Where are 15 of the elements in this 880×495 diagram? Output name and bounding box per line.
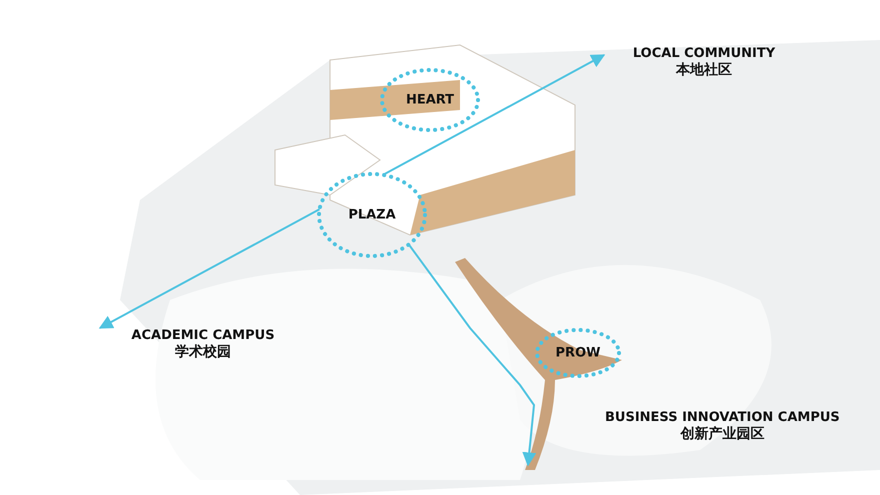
destination-label: ACADEMIC CAMPUS bbox=[130, 328, 276, 343]
zone-label: PLAZA bbox=[348, 208, 396, 222]
dotted-ellipse bbox=[535, 328, 621, 378]
destination-label-chinese: 学术校园 bbox=[174, 343, 232, 361]
dotted-ellipse bbox=[380, 68, 480, 132]
destination-label-chinese: 本地社区 bbox=[674, 61, 733, 79]
arrow bbox=[98, 208, 320, 329]
zone-label: HEART bbox=[406, 92, 454, 108]
dotted-ellipse bbox=[317, 172, 427, 258]
destination-label-chinese: 创新产业园区 bbox=[679, 425, 766, 443]
zone-label: PROW bbox=[556, 346, 600, 360]
destination-label: BUSINESS INNOVATION CAMPUS bbox=[605, 410, 840, 425]
arrow bbox=[408, 244, 536, 466]
arrow bbox=[382, 54, 606, 176]
destination-label: LOCAL COMMUNITY bbox=[632, 46, 776, 61]
